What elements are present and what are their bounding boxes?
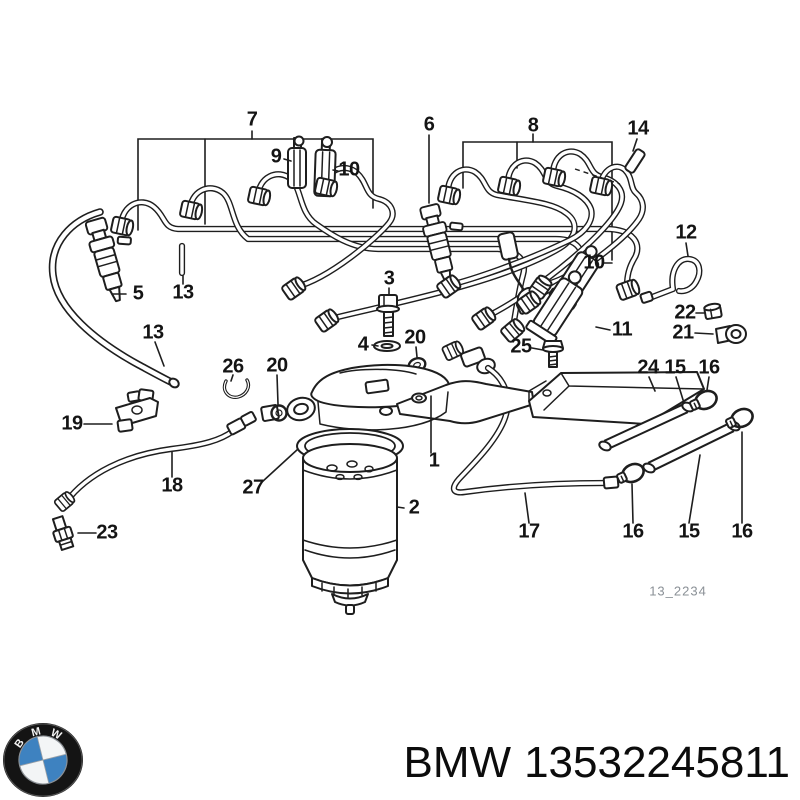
part-label-13-upper: 13 — [172, 281, 194, 304]
part-label-1: 1 — [428, 449, 440, 472]
clip-26 — [222, 378, 251, 399]
drawing-code: 13_2234 — [649, 583, 707, 599]
part-label-26: 26 — [222, 355, 244, 378]
hook-pipe-12 — [639, 255, 703, 304]
part-label-20-center: 20 — [404, 326, 426, 349]
bolt-3 — [376, 294, 400, 337]
part-label-7: 7 — [246, 108, 258, 131]
o-ring-20-left — [270, 404, 288, 422]
part-label-19: 19 — [61, 412, 83, 435]
part-label-15-upper: 15 — [664, 356, 686, 379]
fitting-21 — [715, 324, 747, 344]
part-label-4: 4 — [357, 333, 369, 356]
part-label-3: 3 — [383, 267, 395, 290]
part-label-9: 9 — [270, 145, 282, 168]
clamp-9 — [287, 135, 307, 189]
bolt-25 — [542, 340, 564, 368]
part-label-16-lower: 16 — [731, 520, 753, 543]
part-label-20-left: 20 — [266, 354, 288, 377]
part-label-10-left: 10 — [338, 158, 360, 181]
washer-4 — [373, 340, 401, 352]
bracket-group-7 — [137, 130, 374, 231]
part-label-18: 18 — [161, 474, 183, 497]
clamp-16-mid — [613, 459, 648, 489]
bleed-fitting-23 — [51, 515, 75, 551]
part-label-25: 25 — [510, 335, 532, 358]
part-label-12: 12 — [675, 221, 697, 244]
injector-6 — [416, 197, 477, 287]
hose-13-long — [48, 208, 180, 389]
bmw-logo: B M W — [3, 723, 83, 797]
clamp-11 — [525, 270, 584, 346]
part-label-6: 6 — [423, 113, 435, 136]
diagram-line-art — [48, 130, 757, 615]
part-label-22: 22 — [674, 301, 696, 324]
part-label-13-lower: 13 — [142, 321, 164, 344]
leader-lines — [77, 134, 743, 534]
bmw-logo-letter-m: M — [30, 725, 42, 739]
part-label-11: 11 — [611, 318, 633, 341]
part-label-17: 17 — [518, 520, 540, 543]
part-label-10-right: 10 — [583, 251, 605, 274]
part-label-14: 14 — [627, 117, 649, 140]
filter-cartridge-2 — [302, 443, 398, 615]
part-label-16-mid: 16 — [622, 520, 644, 543]
holder-clip-19 — [115, 388, 159, 433]
nut-22 — [703, 302, 723, 320]
part-label-16-upper: 16 — [698, 356, 720, 379]
part-label-27: 27 — [242, 476, 264, 499]
part-label-5: 5 — [132, 282, 144, 305]
part-label-15-lower: 15 — [678, 520, 700, 543]
pipe-18 — [52, 411, 257, 513]
part-number-text: 13532245811 — [524, 738, 790, 787]
part-label-8: 8 — [527, 114, 539, 137]
brand-text: BMW — [403, 738, 512, 787]
part-label-21: 21 — [672, 321, 694, 344]
bracket-plate-24 — [528, 371, 705, 425]
part-label-23: 23 — [96, 521, 118, 544]
part-label-2: 2 — [408, 496, 420, 519]
hose-15-lower — [642, 420, 741, 474]
part-label-24: 24 — [637, 356, 659, 379]
